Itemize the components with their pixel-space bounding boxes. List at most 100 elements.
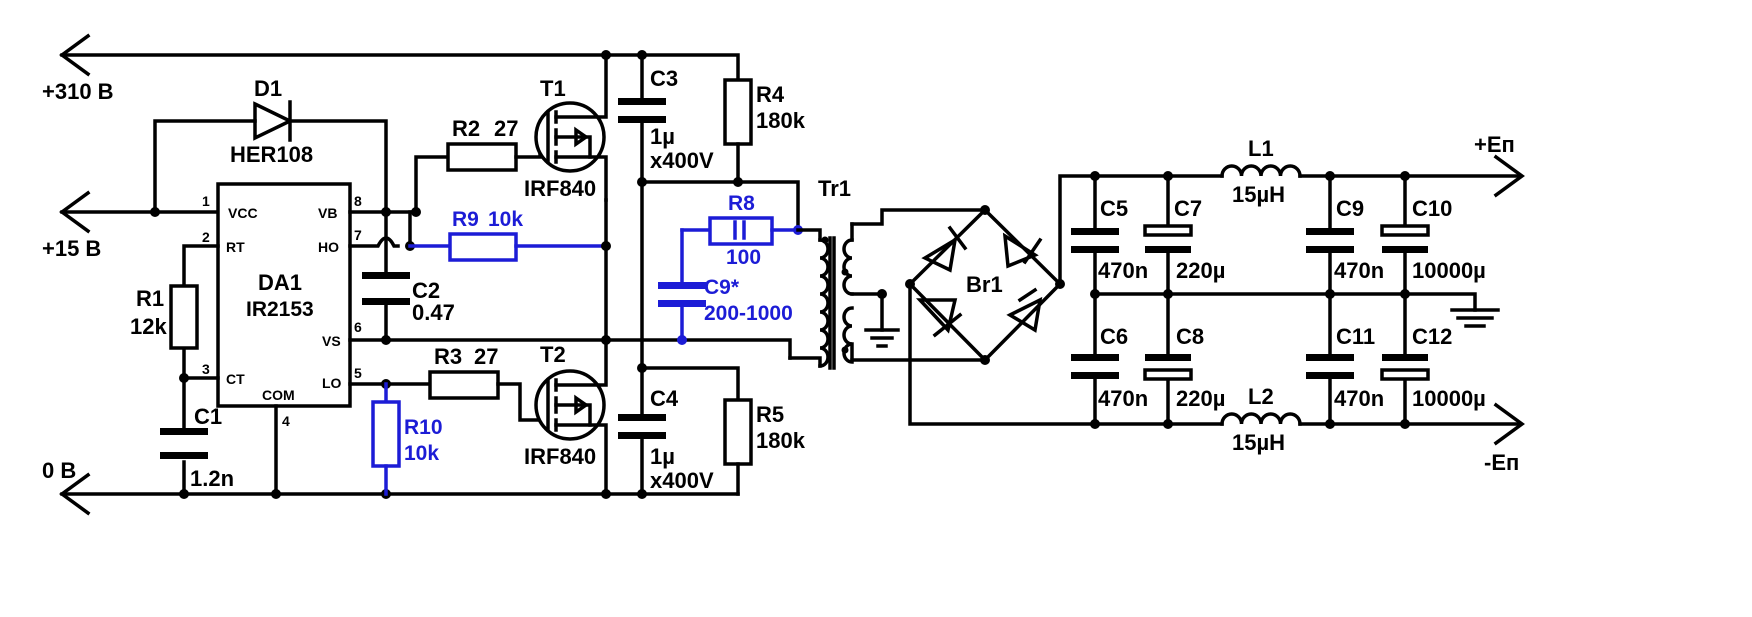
c1-ref: C1 [194, 404, 222, 429]
capacitor-c12: C12 10000µ [1380, 292, 1486, 429]
capacitor-c10: C10 10000µ [1380, 171, 1486, 299]
pin-vs-label: VS [322, 333, 341, 349]
c8-value: 220µ [1176, 386, 1225, 411]
l2-ref: L2 [1248, 384, 1274, 409]
t1-value: IRF840 [524, 176, 596, 201]
resistor-r5: R5 180k [723, 398, 806, 496]
t2-value: IRF840 [524, 444, 596, 469]
wire-vs-tr1 [604, 338, 792, 360]
c6-value: 470n [1098, 386, 1148, 411]
pin-vb-label: VB [318, 205, 337, 221]
r4-ref: R4 [756, 82, 785, 107]
resistor-r10: R10 10k [371, 382, 443, 496]
ic-da1: DA1 IR2153 VCC RT CT COM VB HO VS LO 1 2… [202, 182, 362, 429]
pin-lo-label: LO [322, 375, 342, 391]
c10-value: 10000µ [1412, 258, 1486, 283]
c3-value: 1µ [650, 124, 675, 149]
l1-value: 15µH [1232, 182, 1285, 207]
capacitor-c7: C7 220µ [1143, 171, 1225, 299]
c11-value: 470n [1334, 386, 1384, 411]
r10-ref: R10 [404, 416, 443, 439]
pin-7-number: 7 [354, 227, 362, 243]
resistor-r4: R4 180k [723, 78, 806, 184]
pin-8-number: 8 [354, 193, 362, 209]
r3-ref: R3 [434, 344, 462, 369]
bridge-br1: Br1 [905, 174, 1097, 426]
c4-value: 1µ [650, 444, 675, 469]
resistor-r1: R1 12k [130, 284, 199, 350]
r5-value: 180k [756, 428, 806, 453]
c10-ref: C10 [1412, 196, 1452, 221]
c4-voltage: x400V [650, 468, 714, 493]
rail-15v: +15 В [42, 190, 220, 261]
resistor-r2: R2 27 [446, 116, 542, 172]
resistor-r9: R9 10k [408, 208, 611, 262]
resistor-r8: R8 100 [680, 192, 803, 269]
capacitor-c6: C6 470n [1071, 292, 1148, 429]
d1-value: HER108 [230, 142, 313, 167]
r10-value: 10k [404, 442, 439, 465]
mosfet-t1: T1 IRF840 [524, 50, 611, 202]
pin-2-number: 2 [202, 229, 210, 245]
r8-value: 100 [726, 246, 761, 269]
pin-5-number: 5 [354, 365, 362, 381]
c2-value: 0.47 [412, 300, 455, 325]
br1-ref: Br1 [966, 272, 1003, 297]
t2-ref: T2 [540, 342, 566, 367]
r9-value: 10k [488, 208, 523, 231]
label-0v: 0 В [42, 458, 76, 483]
l2-value: 15µH [1232, 430, 1285, 455]
c9-ref: C9 [1336, 196, 1364, 221]
c9star-value: 200-1000 [704, 302, 793, 325]
c5-value: 470n [1098, 258, 1148, 283]
diode-d1: D1 HER108 [230, 76, 313, 167]
capacitor-c2: C2 0.47 [362, 272, 455, 325]
rail-310v: +310 В [42, 33, 610, 104]
pin-ho-label: HO [318, 239, 339, 255]
c12-ref: C12 [1412, 324, 1452, 349]
c5-ref: C5 [1100, 196, 1128, 221]
c2-ref: C2 [412, 278, 440, 303]
mosfet-t2: T2 IRF840 [524, 338, 611, 499]
tr1-ref: Tr1 [818, 176, 851, 201]
r2-ref: R2 [452, 116, 480, 141]
pin-1-number: 1 [202, 193, 210, 209]
wire-midpoint [640, 180, 800, 232]
capacitor-c11: C11 470n [1306, 292, 1384, 429]
label-310v: +310 В [42, 79, 114, 104]
c7-value: 220µ [1176, 258, 1225, 283]
capacitor-c9-star: C9* 200-1000 [658, 228, 793, 345]
pin-rt-label: RT [226, 239, 245, 255]
transformer-tr1: Tr1 [788, 176, 987, 370]
r2-value: 27 [494, 116, 518, 141]
c12-value: 10000µ [1412, 386, 1486, 411]
r8-ref: R8 [728, 192, 755, 215]
capacitor-c8: C8 220µ [1143, 292, 1225, 429]
r1-value: 12k [130, 314, 167, 339]
c11-ref: C11 [1336, 324, 1375, 349]
capacitor-c1: C1 1.2n [160, 404, 234, 491]
capacitor-c4: C4 1µ x400V [618, 338, 740, 499]
output-filter: +Eп -Eп [1093, 132, 1525, 475]
pin-3-number: 3 [202, 361, 210, 377]
ic-name: DA1 [258, 270, 302, 295]
pin-com-label: COM [262, 387, 295, 403]
c3-voltage: x400V [650, 148, 714, 173]
r5-ref: R5 [756, 402, 784, 427]
r4-value: 180k [756, 108, 806, 133]
inductor-l1: L1 15µH [1220, 136, 1302, 207]
pin-4-number: 4 [282, 413, 290, 429]
l1-ref: L1 [1248, 136, 1274, 161]
r1-ref: R1 [136, 286, 164, 311]
label-15v: +15 В [42, 236, 101, 261]
c6-ref: C6 [1100, 324, 1128, 349]
c9-value: 470n [1334, 258, 1384, 283]
label-minus-ep: -Eп [1484, 450, 1519, 475]
resistor-r3: R3 27 [428, 344, 542, 422]
pin-ct-label: CT [226, 371, 245, 387]
ic-type: IR2153 [246, 298, 314, 321]
c7-ref: C7 [1174, 196, 1202, 221]
capacitor-c3: C3 1µ x400V [606, 50, 740, 184]
c1-value: 1.2n [190, 466, 234, 491]
rail-0v: 0 В [42, 458, 740, 516]
